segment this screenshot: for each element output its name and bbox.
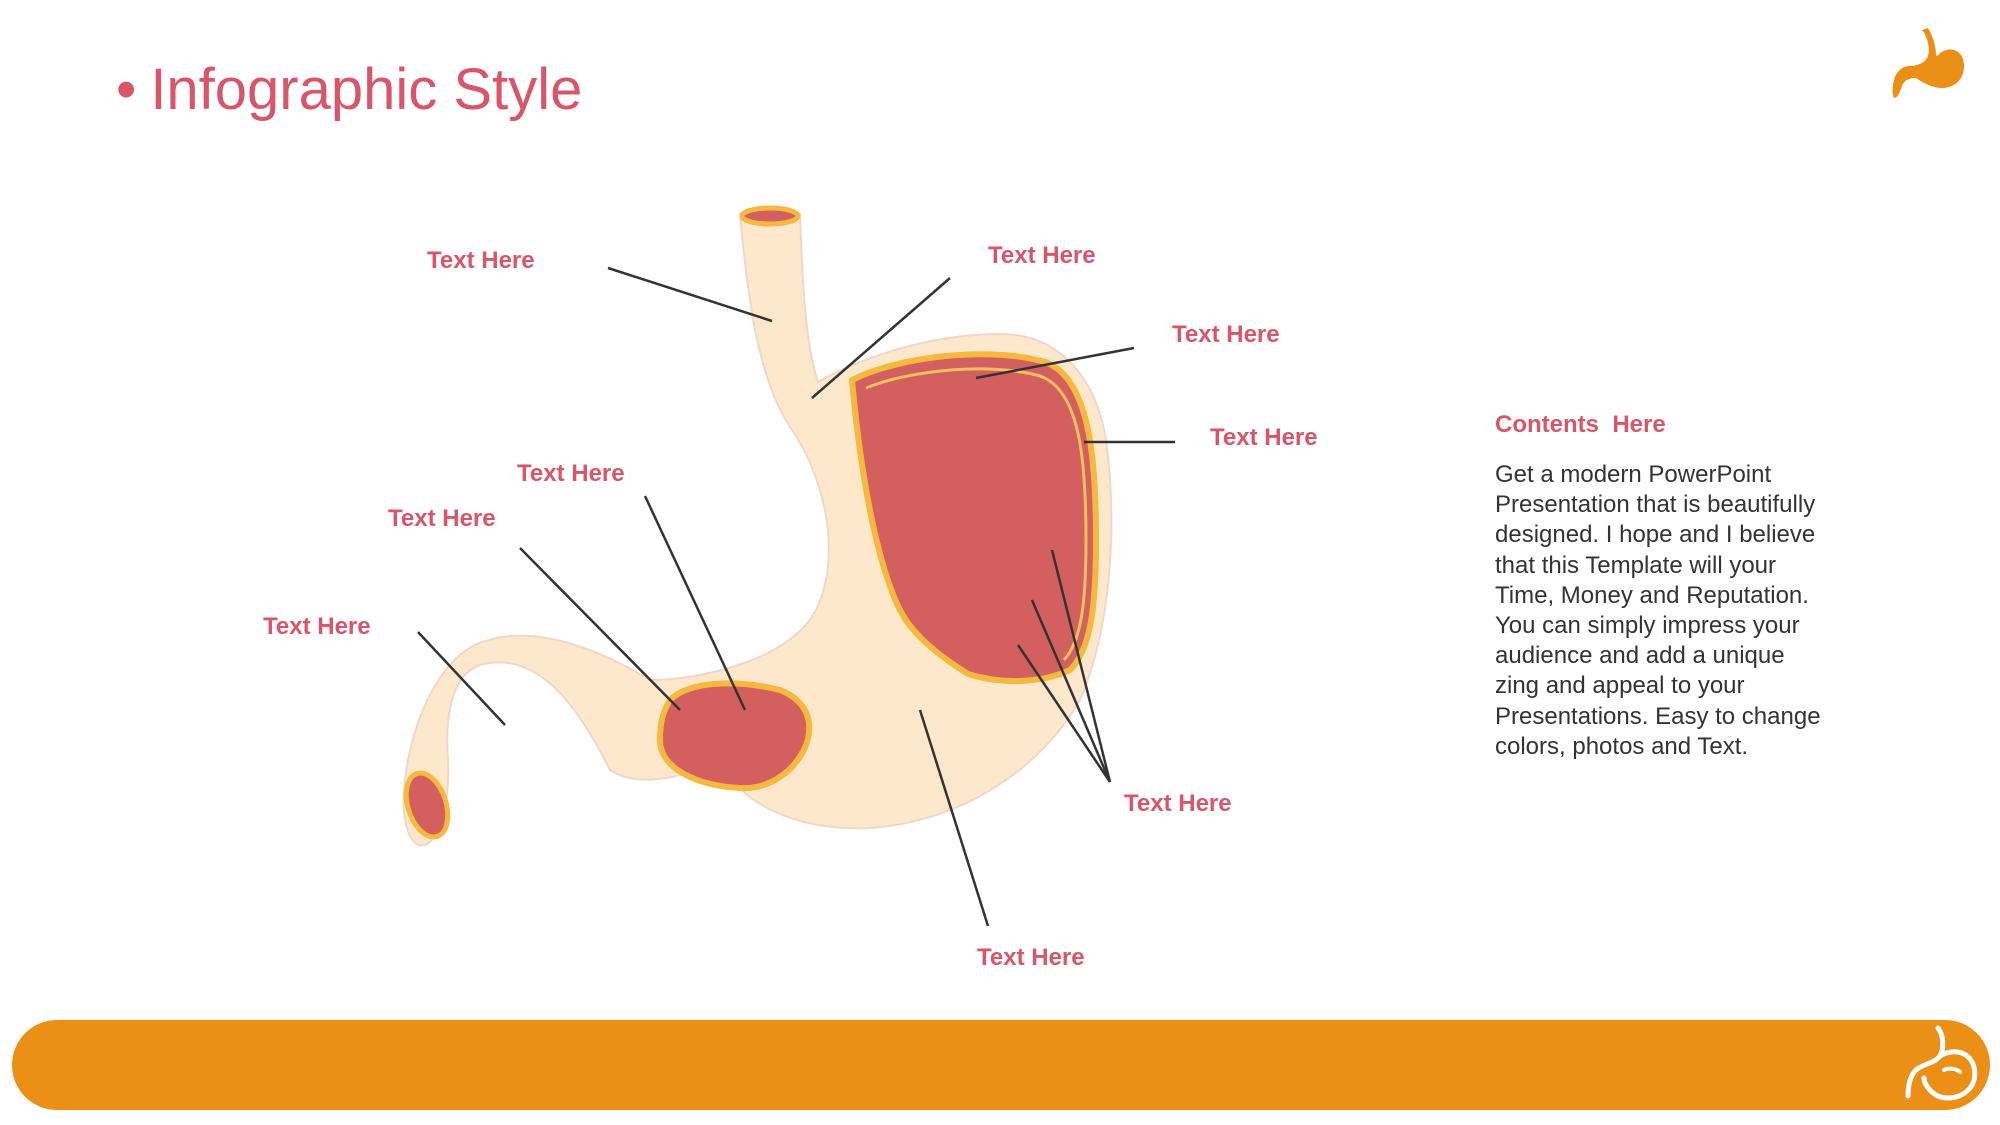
leader-line-6	[519, 547, 681, 711]
label-duodenum: Text Here	[263, 613, 371, 640]
label-cardia: Text Here	[988, 242, 1096, 269]
title-bullet: •	[116, 57, 137, 122]
leader-lines	[417, 266, 1175, 927]
leader-line-2	[811, 277, 951, 399]
leader-line-1	[607, 266, 773, 323]
label-body: Text Here	[1210, 424, 1318, 451]
stomach-outline-icon	[1905, 1025, 1978, 1101]
label-fundus: Text Here	[1172, 321, 1280, 348]
leader-line-8a	[1050, 549, 1112, 783]
esophagus-opening	[739, 205, 801, 227]
label-rugae: Text Here	[1124, 790, 1232, 817]
duodenum-opening	[403, 770, 451, 840]
leader-line-7	[417, 631, 506, 726]
label-pyloric-canal: Text Here	[388, 505, 496, 532]
leader-line-9	[918, 709, 990, 927]
stomach-chamber	[848, 351, 1100, 685]
contents-heading: Contents Here	[1495, 411, 1666, 438]
leader-line-8c	[1016, 644, 1112, 783]
stomach-icon	[1892, 28, 1964, 98]
label-antrum: Text Here	[977, 944, 1085, 971]
leader-line-3	[975, 346, 1135, 380]
leader-line-8b	[1030, 599, 1112, 783]
label-pylorus: Text Here	[517, 460, 625, 487]
pylorus-chamber	[656, 680, 813, 792]
title-text: Infographic Style	[150, 57, 583, 122]
footer-bar	[12, 1020, 1990, 1110]
label-esophagus: Text Here	[427, 247, 535, 274]
contents-body: Get a modern PowerPoint Presentation tha…	[1495, 461, 1821, 760]
chamber-rim	[865, 367, 1088, 662]
slide-title: •Infographic Style	[116, 56, 582, 123]
leader-line-5	[643, 495, 747, 711]
